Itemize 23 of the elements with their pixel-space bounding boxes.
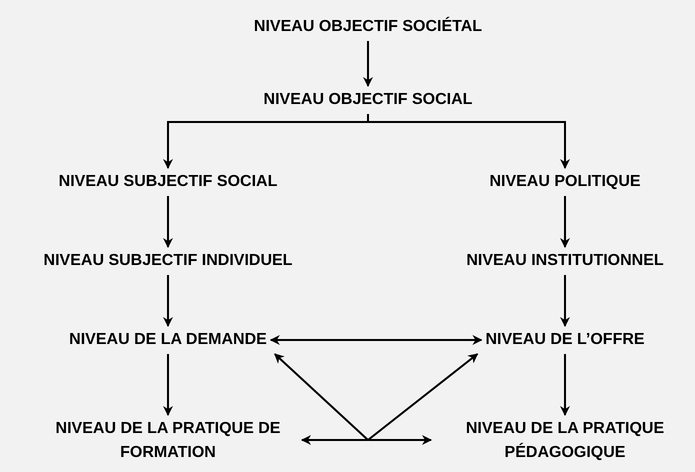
- arrow: [163, 196, 173, 248]
- arrow: [363, 41, 373, 87]
- level-label: NIVEAU SUBJECTIF SOCIAL: [58, 170, 278, 194]
- level-label: NIVEAU OBJECTIF SOCIÉTAL: [254, 15, 482, 39]
- arrow: [367, 114, 570, 169]
- arrow: [560, 275, 570, 327]
- level-label: NIVEAU POLITIQUE: [489, 170, 641, 194]
- arrow: [367, 353, 478, 441]
- level-label: NIVEAU DE LA PRATIQUE DE FORMATION: [38, 417, 298, 465]
- level-label: NIVEAU DE L’OFFRE: [485, 328, 645, 352]
- arrow: [560, 196, 570, 248]
- arrow: [560, 354, 570, 416]
- arrow: [368, 435, 432, 445]
- arrow: [163, 275, 173, 327]
- arrow: [301, 435, 368, 445]
- arrow: [270, 335, 482, 345]
- level-label: NIVEAU DE LA PRATIQUE PÉDAGOGIQUE: [435, 417, 695, 465]
- arrow: [163, 354, 173, 416]
- arrow: [274, 353, 369, 441]
- level-label: NIVEAU OBJECTIF SOCIAL: [264, 88, 472, 112]
- level-label: NIVEAU INSTITUTIONNEL: [466, 249, 664, 273]
- level-label: NIVEAU SUBJECTIF INDIVIDUEL: [44, 249, 292, 273]
- level-label: NIVEAU DE LA DEMANDE: [69, 328, 267, 352]
